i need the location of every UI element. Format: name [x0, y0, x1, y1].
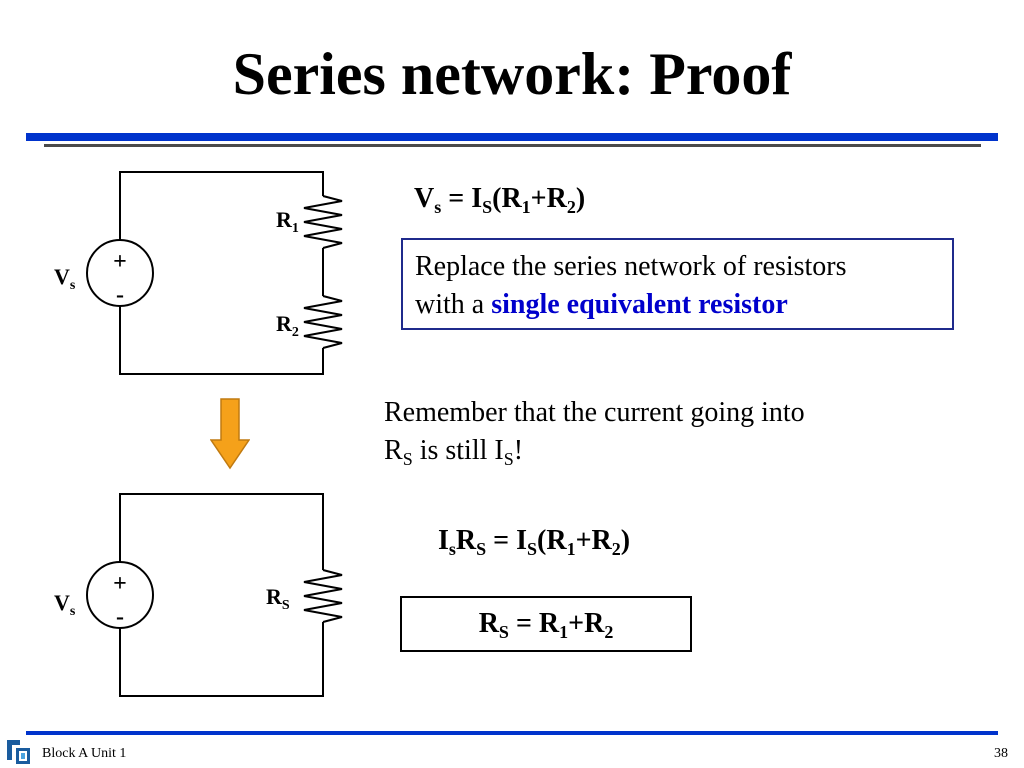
remark-line-1: Remember that the current going into — [384, 397, 805, 428]
page-number: 38 — [994, 746, 1008, 761]
label-r2: R2 — [276, 311, 299, 340]
highlight-text: single equivalent resistor — [491, 289, 788, 320]
resistor-rs — [303, 569, 343, 623]
down-arrow-icon — [210, 398, 250, 470]
resistor-r1 — [303, 195, 343, 249]
footer-unit: Block A Unit 1 — [42, 746, 127, 761]
bottom-voltage-source — [86, 561, 154, 629]
bottom-circuit-wire — [119, 493, 324, 570]
bottom-source-label: Vs — [54, 590, 76, 619]
bottom-source-plus: + — [113, 571, 127, 597]
result-box: RS = R1+R2 — [400, 596, 692, 652]
slide-title: Series network: Proof — [232, 41, 792, 107]
bottom-circuit — [86, 493, 343, 697]
top-circuit — [86, 171, 343, 375]
equivalent-resistor-note: Replace the series network of resistors … — [401, 238, 954, 330]
equation-isrs: IsRS = IS(R1+R2) — [438, 525, 631, 559]
top-source-minus: - — [116, 282, 124, 308]
resistor-r2 — [303, 295, 343, 349]
note-line-1: Replace the series network of resistors — [415, 251, 847, 282]
top-circuit-wire — [119, 171, 324, 240]
bottom-circuit-wire-bottom — [119, 622, 324, 697]
remark-line-2: RS is still IS! — [384, 435, 524, 469]
top-source-plus: + — [113, 249, 127, 275]
top-source-label: Vs — [54, 264, 76, 293]
top-voltage-source — [86, 239, 154, 307]
title-rule-gray — [44, 144, 981, 147]
note-line-2: with a single equivalent resistor — [415, 289, 788, 320]
bottom-source-minus: - — [116, 604, 124, 630]
footer-rule — [26, 731, 998, 735]
top-circuit-wire-bottom — [119, 306, 324, 375]
equation-vs: Vs = IS(R1+R2) — [414, 183, 586, 217]
label-rs: RS — [266, 584, 290, 613]
university-logo-icon — [7, 740, 30, 764]
title-rule-blue — [26, 133, 998, 141]
label-r1: R1 — [276, 207, 299, 236]
current-remark: Remember that the current going into RS … — [384, 394, 944, 470]
